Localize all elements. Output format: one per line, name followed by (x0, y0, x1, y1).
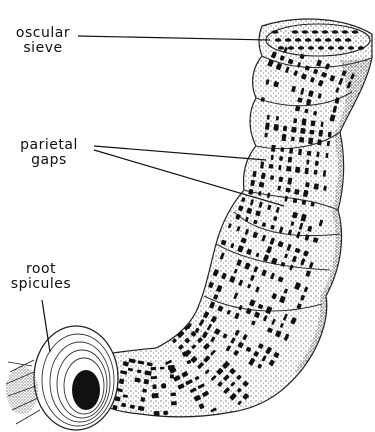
leader-oscular-sieve (78, 36, 270, 40)
parietal-gap (128, 414, 134, 418)
sieve-hole (338, 46, 344, 50)
parietal-gap (171, 401, 177, 405)
label-line: spicules (6, 277, 76, 292)
parietal-gap (314, 170, 318, 175)
label-line: oscular (12, 26, 74, 41)
label-line: root (6, 262, 76, 277)
sieve-hole (278, 46, 284, 50)
parietal-gap (136, 415, 143, 420)
sieve-hole (348, 46, 354, 50)
parietal-gap (291, 127, 297, 133)
sieve-hole (275, 38, 281, 42)
parietal-gap (172, 420, 178, 423)
sieve-hole (288, 46, 294, 50)
sieve-hole (308, 46, 314, 50)
parietal-gap (160, 367, 165, 370)
sieve-hole (335, 38, 341, 42)
sieve-hole (292, 30, 298, 34)
parietal-gap (152, 384, 156, 389)
parietal-gap (155, 420, 160, 425)
parietal-gap (307, 151, 312, 156)
parietal-gap (279, 156, 283, 161)
sieve-hole (302, 30, 308, 34)
parietal-gap (309, 130, 314, 135)
spicule-tuft (6, 366, 38, 414)
sieve-hole (298, 46, 304, 50)
parietal-gap (285, 187, 290, 192)
label-root-spicules: root spicules (6, 262, 76, 292)
sieve-hole (272, 30, 278, 34)
parietal-gap (283, 126, 287, 132)
parietal-gap (170, 392, 176, 396)
parietal-gap (150, 367, 156, 371)
sieve-hole (285, 38, 291, 42)
sieve-hole (325, 38, 331, 42)
label-line: sieve (12, 41, 74, 56)
sieve-hole (328, 46, 334, 50)
sieve-hole (318, 46, 324, 50)
sieve-hole (315, 38, 321, 42)
sieve-hole (295, 38, 301, 42)
parietal-gap (276, 116, 279, 121)
sieve-hole (305, 38, 311, 42)
parietal-gap (299, 137, 304, 143)
parietal-gap (295, 167, 300, 173)
parietal-gap (301, 118, 306, 125)
oscular-sieve (266, 24, 370, 56)
parietal-gap (293, 118, 297, 123)
label-line: gaps (10, 153, 88, 168)
sieve-hole (322, 30, 328, 34)
label-parietal-gaps: parietal gaps (10, 138, 88, 168)
parietal-gap (168, 365, 175, 370)
parietal-gap (273, 124, 279, 131)
sieve-hole (345, 38, 351, 42)
sieve-hole (358, 46, 364, 50)
parietal-gap (144, 379, 150, 385)
parietal-gap (300, 128, 305, 134)
cut-end-lumen (72, 370, 100, 410)
parietal-gap (286, 166, 292, 172)
sieve-hole (352, 30, 358, 34)
parietal-gap (151, 376, 157, 379)
parietal-gap (328, 132, 332, 138)
root-spicules (6, 326, 118, 430)
parietal-gap (259, 182, 265, 188)
sponge-body (94, 19, 372, 425)
parietal-gap (163, 411, 168, 415)
parietal-gap (288, 157, 293, 163)
parietal-gap (315, 161, 319, 166)
parietal-gap (280, 147, 284, 152)
parietal-gap (154, 411, 160, 416)
sieve-hole (342, 30, 348, 34)
parietal-gap (269, 164, 274, 169)
sieve-hole (332, 30, 338, 34)
parietal-gap (170, 374, 174, 378)
parietal-gap (264, 133, 268, 138)
label-oscular-sieve: oscular sieve (12, 26, 74, 56)
sieve-hole (312, 30, 318, 34)
label-line: parietal (10, 138, 88, 153)
parietal-gap (152, 393, 159, 398)
parietal-gap (291, 137, 295, 142)
parietal-gap (311, 120, 316, 126)
parietal-gap (308, 138, 313, 145)
parietal-gap (140, 397, 145, 402)
parietal-gap (161, 383, 166, 388)
parietal-gap (317, 139, 322, 145)
